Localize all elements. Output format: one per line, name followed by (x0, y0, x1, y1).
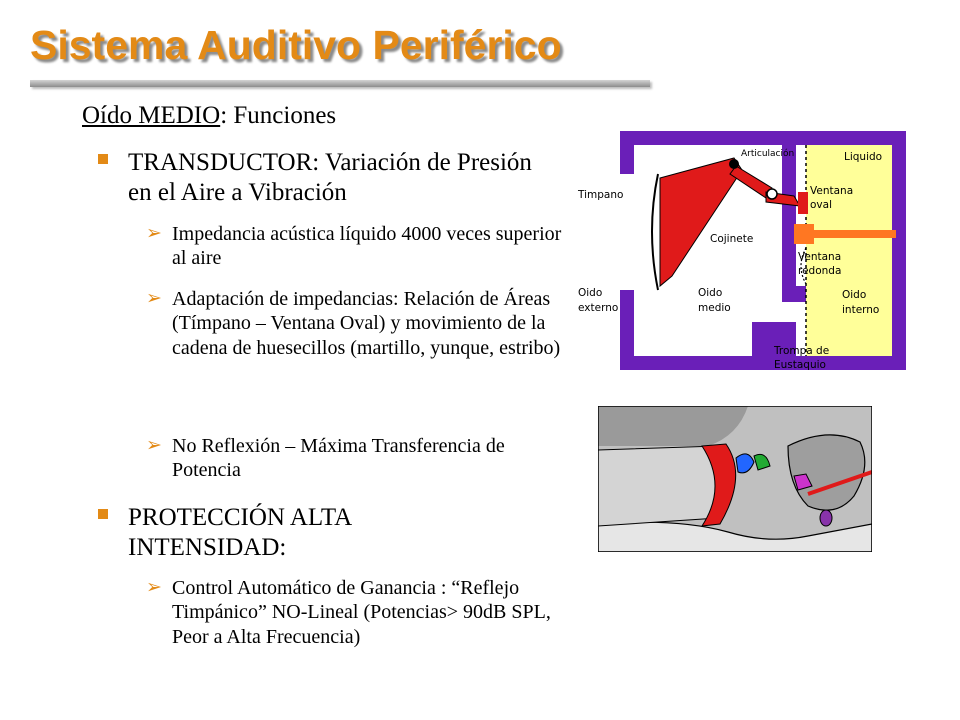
square-bullet-icon (98, 509, 108, 519)
joint-pivot (729, 159, 739, 169)
arrow-bullet-icon: ➢ (146, 287, 162, 309)
label-trompa-2: Eustaquio (774, 359, 826, 371)
subbullet-no-reflexion: ➢ No Reflexión – Máxima Transferencia de… (146, 434, 562, 483)
joint-pivot (766, 188, 778, 200)
label-timpano: Timpano (577, 189, 623, 201)
eardrum-membrane (651, 173, 659, 291)
label-trompa-1: Trompa de (773, 345, 829, 357)
subbullet-text: Impedancia acústica líquido 4000 veces s… (172, 223, 562, 270)
bullet-text: TRANSDUCTOR: Variación de Presión en el … (128, 149, 532, 206)
malleus-blue (735, 453, 755, 474)
ear-canal (598, 445, 719, 527)
label-oido-externo-1: Oido (578, 287, 602, 299)
label-oido-medio-2: medio (698, 302, 731, 314)
label-articulacion: Articulación (741, 148, 794, 159)
subbullet-impedancia: ➢ Impedancia acústica líquido 4000 veces… (146, 222, 562, 271)
round-window-spot (819, 509, 833, 527)
eardrum-red (701, 443, 737, 527)
subbullet-text: Control Automático de Ganancia : “Reflej… (172, 577, 551, 648)
stapes-magenta (793, 473, 813, 491)
malleus-bone (659, 157, 743, 288)
nerve-line (807, 470, 872, 496)
ear-anatomy-illustration (598, 406, 872, 552)
subbullet-text: Adaptación de impedancias: Relación de Á… (172, 288, 561, 359)
label-ventana-redonda-2: redonda (798, 265, 841, 277)
arrow-bullet-icon: ➢ (146, 576, 162, 598)
arrow-bullet-icon: ➢ (146, 222, 162, 244)
section-heading: Oído MEDIO: Funciones (82, 102, 336, 130)
label-ventana-oval-1: Ventana (810, 185, 853, 197)
eustachian-tube (752, 338, 766, 370)
middle-ear-diagram: Articulación Liquido Timpano Ventana ova… (577, 131, 906, 371)
bullet-proteccion: PROTECCIÓN ALTA INTENSIDAD: (98, 503, 428, 562)
label-oido-interno-2: interno (842, 304, 879, 316)
label-oido-externo-2: externo (578, 302, 618, 314)
arrow-bullet-icon: ➢ (146, 434, 162, 456)
section-heading-emphasis: Oído MEDIO (82, 102, 221, 129)
subbullet-adaptacion: ➢ Adaptación de impedancias: Relación de… (146, 287, 562, 360)
label-ventana-redonda-1: Ventana (798, 251, 841, 263)
skull-region (598, 406, 748, 446)
inner-ear-region (806, 145, 892, 356)
section-heading-rest: : Funciones (220, 102, 337, 129)
label-liquido: Liquido (844, 151, 882, 163)
title-underline (30, 80, 650, 87)
label-cojinete: Cojinete (710, 233, 753, 245)
inner-ear-mass (787, 434, 866, 511)
bullet-text: PROTECCIÓN ALTA INTENSIDAD: (128, 504, 351, 561)
subbullet-text: No Reflexión – Máxima Transferencia de P… (172, 435, 505, 482)
slide-title: Sistema Auditivo Periférico (30, 22, 562, 68)
cushion-block (794, 224, 814, 244)
bullet-transductor: TRANSDUCTOR: Variación de Presión en el … (98, 148, 558, 207)
label-oido-interno-1: Oido (842, 289, 866, 301)
subbullet-control-ganancia: ➢ Control Automático de Ganancia : “Refl… (146, 576, 562, 649)
oval-window-piston (798, 192, 808, 214)
label-ventana-oval-2: oval (810, 199, 832, 211)
housing-wall (620, 131, 906, 370)
square-bullet-icon (98, 154, 108, 164)
incus-green (753, 453, 771, 471)
label-oido-medio-1: Oido (698, 287, 722, 299)
cushion-rod (814, 230, 896, 238)
